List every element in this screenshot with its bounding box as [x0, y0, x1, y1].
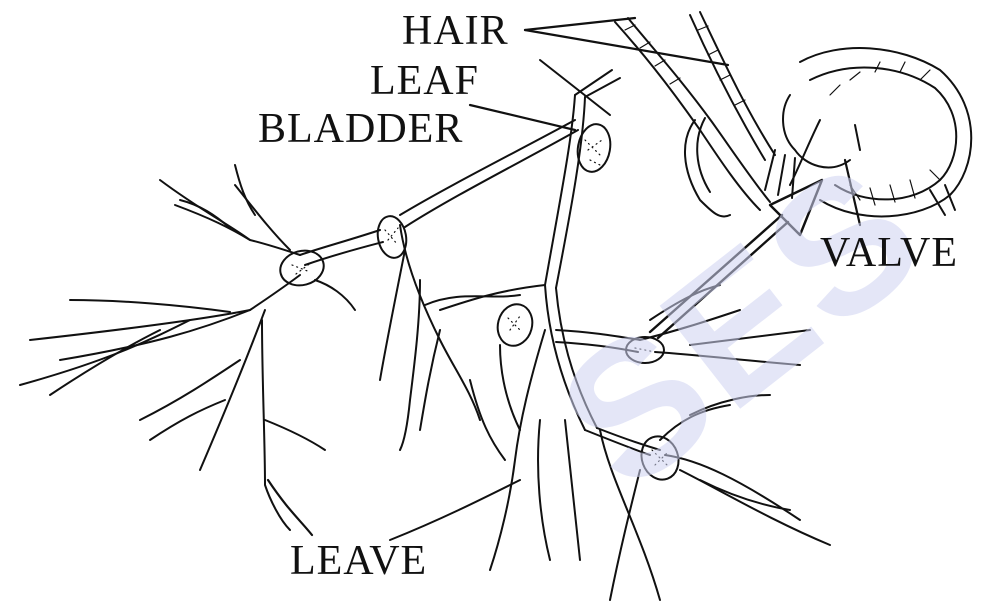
- label-bladder: BLADDER: [258, 108, 463, 150]
- label-valve: VALVE: [820, 232, 958, 274]
- label-hair: HAIR: [402, 10, 509, 52]
- left-leaves: [20, 165, 355, 530]
- label-leave: LEAVE: [290, 540, 427, 582]
- label-leaf: LEAF: [370, 60, 479, 102]
